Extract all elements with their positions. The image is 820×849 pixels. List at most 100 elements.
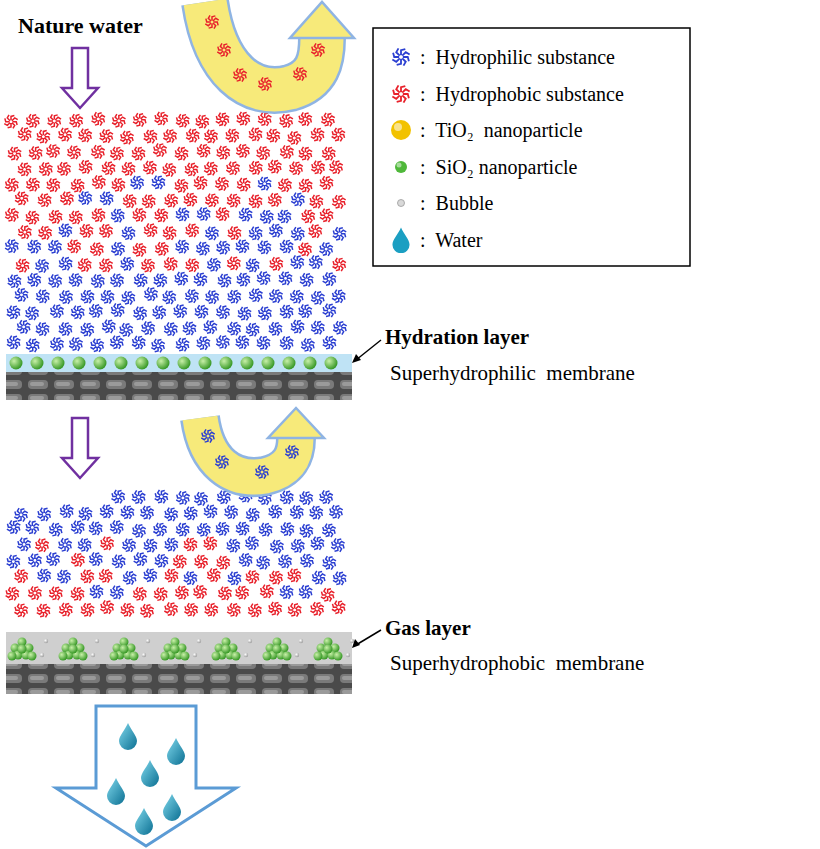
substance-star [183, 322, 196, 335]
substance-star [239, 553, 252, 566]
substance-star [123, 571, 136, 584]
substance-star [280, 305, 293, 318]
substance-star [133, 243, 146, 256]
substance-star [4, 115, 17, 128]
substance-star [165, 538, 178, 551]
substance-star [144, 539, 157, 552]
substance-star [112, 178, 125, 191]
substance-star [57, 162, 70, 175]
substance-star [100, 129, 113, 142]
substance-star [270, 257, 283, 270]
sio2-nanoparticle [325, 357, 338, 370]
sio2-nanoparticle [28, 652, 37, 661]
legend-text: : Hydrophobic substance [420, 83, 624, 105]
substance-star [246, 259, 259, 272]
substance-star [78, 538, 91, 551]
substance-star [205, 290, 218, 303]
substance-star [310, 506, 323, 519]
sio2-nanoparticle [222, 645, 231, 654]
substance-star [278, 555, 291, 568]
flow-arrow [62, 48, 98, 108]
substance-star [49, 523, 62, 536]
substance-star [36, 290, 49, 303]
substance-star [71, 306, 84, 319]
substance-star [89, 304, 102, 317]
substance-star [47, 178, 60, 191]
substance-star [37, 569, 50, 582]
sio2-nanoparticle [262, 357, 275, 370]
substance-star [102, 162, 115, 175]
substance-star [321, 588, 334, 601]
substance-star [69, 114, 82, 127]
sio2-nanoparticle [241, 357, 254, 370]
substance-star [81, 323, 94, 336]
substance-star [258, 307, 271, 320]
substance-star [186, 259, 199, 272]
substance-star [35, 259, 48, 272]
leader-line [356, 630, 381, 645]
sio2-nanoparticle [324, 645, 333, 654]
substance-star [259, 523, 272, 536]
substance-star [18, 163, 31, 176]
substance-star [228, 572, 241, 585]
bubble [244, 653, 248, 657]
sio2-nanoparticle [263, 652, 272, 661]
substance-star [111, 303, 124, 316]
bubble [346, 653, 350, 657]
substance-star [280, 336, 293, 349]
substance-star [236, 240, 249, 253]
substance-star [59, 257, 72, 270]
sio2-nanoparticle [10, 357, 23, 370]
substance-star [196, 115, 209, 128]
substance-star [322, 524, 335, 537]
substance-star [111, 209, 124, 222]
substance-star [176, 114, 189, 127]
sio2-nanoparticle [171, 645, 180, 654]
bubble [142, 653, 146, 657]
substance-star [278, 210, 291, 223]
substance-star [8, 147, 21, 160]
substance-star [248, 604, 261, 617]
substance-star [143, 161, 156, 174]
substance-star [227, 539, 240, 552]
substance-star [258, 112, 271, 125]
substance-star [59, 322, 72, 335]
substance-star [121, 257, 134, 270]
membrane [6, 664, 352, 694]
substance-star [102, 320, 115, 333]
substance-star [300, 524, 313, 537]
substance-star [249, 195, 262, 208]
water-drop [135, 808, 153, 835]
substance-star [333, 572, 346, 585]
substance-star [216, 241, 229, 254]
substance-star [311, 161, 324, 174]
substance-star [122, 539, 135, 552]
substance-star [59, 290, 72, 303]
substance-star [176, 523, 189, 536]
legend-entry: : Hydrophobic substance [388, 81, 624, 107]
substance-star [310, 195, 323, 208]
legend-sample [395, 161, 407, 173]
substance-star [290, 290, 303, 303]
substance-star [197, 144, 210, 157]
substance-star [152, 176, 165, 189]
substance-star [323, 304, 336, 317]
legend-entry: : Water [388, 227, 482, 253]
substance-star [142, 195, 155, 208]
substance-star [49, 587, 62, 600]
substance-star [164, 194, 177, 207]
substance-star [237, 273, 250, 286]
substance-star [319, 242, 332, 255]
substance-star [110, 586, 123, 599]
substance-star [176, 491, 189, 504]
substance-star [333, 227, 346, 240]
substance-star [204, 130, 217, 143]
substance-star [175, 147, 188, 160]
sio2-nanoparticle [161, 652, 170, 661]
substance-star [153, 143, 166, 156]
substance-star [332, 128, 345, 141]
substance-star [165, 569, 178, 582]
substance-star [7, 306, 20, 319]
substance-star [332, 601, 345, 614]
substance-star [79, 507, 92, 520]
